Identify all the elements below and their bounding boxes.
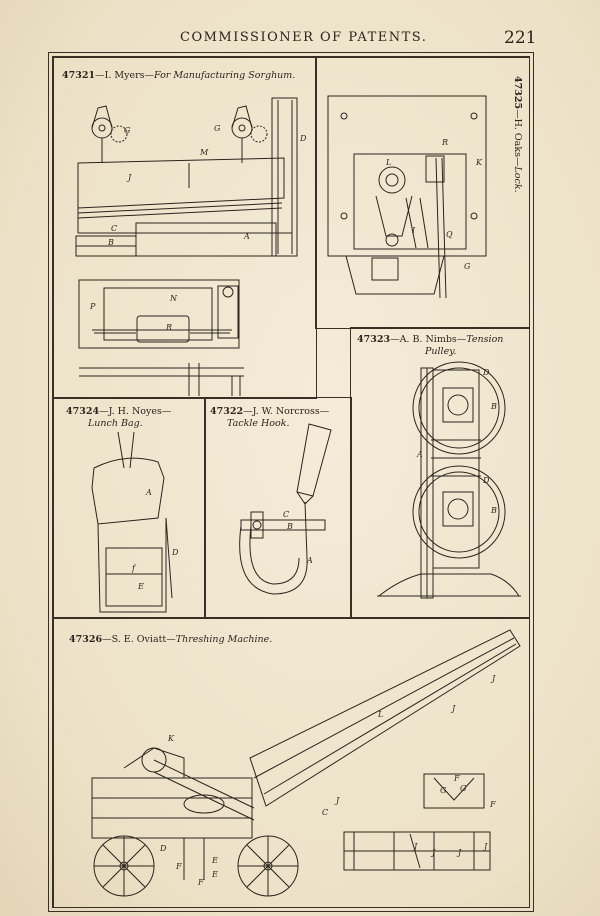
page-number: 221	[504, 28, 537, 48]
label-m: M	[200, 148, 209, 157]
label-j-6: J	[458, 848, 462, 857]
label-e: E	[138, 582, 144, 591]
label-a: A	[146, 488, 152, 497]
label-q: Q	[446, 230, 453, 239]
label-e-2: E	[212, 870, 218, 879]
label-f-3: F	[176, 862, 182, 871]
running-head: COMMISSIONER OF PATENTS.	[180, 30, 428, 45]
caption-sorghum: 47321—I. Myers—For Manufacturing Sorghum…	[62, 70, 296, 81]
panel-threshing-machine: 47326—S. E. Oviatt—Threshing Machine.	[53, 617, 530, 908]
label-j-2: J	[452, 704, 456, 713]
caption-tension-pulley-line2: Pulley.	[425, 346, 457, 357]
label-j-4: J	[414, 842, 418, 851]
tension-pulley-figure	[351, 328, 529, 618]
label-i: I	[412, 226, 416, 235]
label-k: K	[476, 158, 482, 167]
label-f-4: F	[198, 878, 204, 887]
panel-tackle-hook: 47322—J. W. Norcross— Tackle Hook. C B A	[204, 397, 352, 619]
label-d: D	[300, 134, 307, 143]
label-j: J	[128, 173, 132, 182]
caption-threshing-machine: 47326—S. E. Oviatt—Threshing Machine.	[69, 634, 273, 645]
label-f: f	[132, 564, 135, 573]
caption-lunch-bag: 47324—J. H. Noyes—	[66, 406, 172, 417]
sorghum-figure-elevation	[54, 58, 316, 398]
label-b-top: B	[491, 402, 497, 411]
panel-lunch-bag: 47324—J. H. Noyes— Lunch Bag. A D f E	[53, 397, 206, 619]
label-c: C	[283, 510, 290, 519]
label-d-top: D	[483, 368, 490, 377]
label-g-left: G	[124, 126, 131, 135]
label-f-2: F	[490, 800, 496, 809]
label-a: A	[307, 556, 313, 565]
caption-tackle-hook: 47322—J. W. Norcross—	[210, 406, 330, 417]
label-a: A	[417, 450, 423, 459]
label-g: G	[464, 262, 471, 271]
tackle-hook-figure	[205, 398, 351, 618]
label-b-bottom: B	[491, 506, 497, 515]
label-j-1: J	[492, 674, 496, 683]
patent-plate-outer-border	[48, 52, 534, 912]
label-l: L	[378, 710, 384, 719]
label-b: B	[287, 522, 293, 531]
label-r: R	[442, 138, 449, 147]
panel-tension-pulley: 47323—A. B. Nimbs—Tension Pulley. D B A …	[350, 327, 530, 619]
label-g-right: G	[214, 124, 221, 133]
label-f-1: F	[454, 774, 460, 783]
label-d-bottom: D	[483, 476, 490, 485]
label-c: C	[322, 808, 329, 817]
label-j-3: J	[336, 796, 340, 805]
label-b: B	[108, 238, 114, 247]
label-p: P	[90, 302, 96, 311]
panel-lock: 47325—H. Oaks—Lock. K R L I Q G	[315, 57, 530, 329]
label-l: L	[386, 158, 392, 167]
caption-tackle-hook-line2: Tackle Hook.	[227, 418, 290, 429]
label-j-5: J	[432, 848, 436, 857]
label-k: K	[168, 734, 174, 743]
panel-sorghum: 47321—I. Myers—For Manufacturing Sorghum…	[53, 57, 317, 399]
label-d: D	[160, 844, 167, 853]
label-d: D	[172, 548, 179, 557]
label-c: C	[111, 224, 118, 233]
label-e-1: E	[212, 856, 218, 865]
threshing-machine-figure	[54, 618, 529, 907]
label-g-1: G	[440, 786, 447, 795]
label-j-7: J	[484, 842, 488, 851]
lunch-bag-figure	[54, 398, 205, 618]
label-r: R	[166, 323, 173, 332]
label-g-2: G	[460, 784, 467, 793]
lock-figure	[316, 58, 529, 328]
label-a: A	[244, 232, 250, 241]
caption-tension-pulley: 47323—A. B. Nimbs—Tension	[357, 334, 504, 345]
label-n: N	[170, 294, 177, 303]
caption-lunch-bag-line2: Lunch Bag.	[88, 418, 143, 429]
